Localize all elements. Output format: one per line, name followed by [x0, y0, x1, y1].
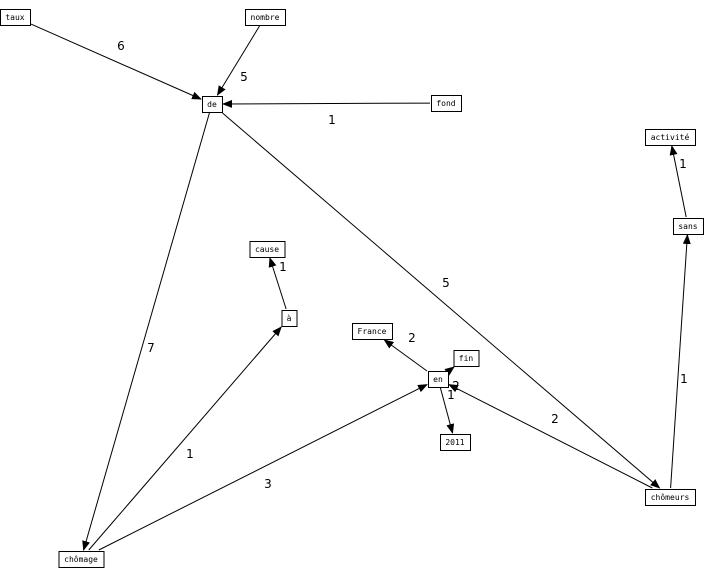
edge-en-2011: 1 [439, 387, 455, 434]
edge-weight-label: 2 [551, 412, 559, 426]
node-taux: taux [0, 9, 31, 26]
edge-fond-de: 1 [222, 99, 431, 127]
node-box [281, 310, 298, 327]
node-france: France [352, 323, 393, 340]
node-fin: fin [453, 350, 480, 367]
node-label: France [358, 327, 387, 336]
edge-weight-label: 2 [408, 331, 416, 345]
node-box [202, 96, 223, 113]
edge-weight-label: 1 [328, 113, 336, 127]
node-label: fin [459, 354, 474, 363]
edge-weight-label: 1 [447, 388, 455, 402]
edge-arrow [444, 366, 455, 376]
node-label: de [207, 100, 217, 109]
edge-arrow [88, 326, 282, 551]
edge-weight-label: 6 [117, 39, 125, 53]
node-box [453, 350, 480, 367]
node-label: 2011 [445, 438, 464, 447]
node-activite: activité [645, 129, 696, 146]
edge-chomeurs-sans: 1 [670, 234, 691, 489]
edge-arrow [383, 339, 428, 372]
node-box [58, 551, 105, 568]
edge-weight-label: 3 [264, 477, 272, 491]
node-label: fond [436, 99, 455, 108]
node-box [0, 9, 31, 26]
node-box [245, 9, 286, 26]
edge-en-france: 2 [383, 331, 428, 372]
edge-arrow [216, 25, 260, 96]
node-a: à [281, 310, 298, 327]
edge-arrow [222, 112, 661, 489]
node-label: sans [678, 222, 697, 231]
node-label: en [433, 375, 443, 384]
node-box [440, 434, 471, 451]
edge-weight-label: 1 [679, 157, 687, 171]
node-box [673, 218, 704, 235]
edge-weight-label: 5 [240, 70, 248, 84]
node-chomage: chômage [58, 551, 105, 568]
edge-sans-activite: 1 [669, 145, 687, 218]
node-label: chômeurs [651, 492, 690, 502]
node-label: chômage [64, 554, 98, 564]
node-label: à [287, 314, 292, 323]
edge-arrow [439, 387, 455, 434]
node-box [428, 371, 449, 388]
edge-weight-label: 7 [147, 341, 155, 355]
edge-chomage-a: 1 [88, 326, 282, 551]
node-box [645, 489, 696, 506]
edge-chomage-en: 3 [98, 384, 428, 551]
node-box [645, 129, 696, 146]
edge-arrow [82, 112, 210, 551]
edge-weight-label: 1 [680, 372, 688, 386]
edge-weight-label: 5 [442, 276, 450, 290]
node-de: de [202, 96, 223, 113]
edge-weight-label: 1 [186, 447, 194, 461]
edge-arrow [670, 234, 691, 489]
edge-arrow [268, 257, 287, 310]
node-cause: cause [249, 241, 286, 258]
nodes-layer: taux nombre de fond activité sans cause àFrance… [0, 9, 704, 568]
edge-a-cause: 1 [268, 257, 287, 310]
node-en: en [428, 371, 449, 388]
node-y2011: 2011 [440, 434, 471, 451]
edge-de-chomage: 7 [82, 112, 210, 551]
edge-nombre-de: 5 [216, 25, 260, 96]
node-label: cause [255, 245, 279, 254]
edge-chomeurs-en: 2 [448, 384, 653, 489]
node-box [249, 241, 286, 258]
edge-weight-label: 1 [279, 260, 287, 274]
node-box [352, 323, 393, 340]
edge-arrow [222, 99, 431, 108]
edge-arrow [30, 23, 202, 100]
edge-arrow [98, 384, 428, 551]
node-fond: fond [431, 95, 462, 112]
node-label: taux [5, 13, 24, 22]
node-label: nombre [251, 13, 280, 22]
edge-de-chomeurs: 5 [222, 112, 661, 489]
edge-taux-de: 6 [30, 23, 202, 100]
node-chomeurs: chômeurs [645, 489, 696, 506]
node-box [431, 95, 462, 112]
edge-arrow [448, 384, 653, 489]
node-sans: sans [673, 218, 704, 235]
node-nombre: nombre [245, 9, 286, 26]
node-label: activité [651, 132, 690, 142]
edge-arrow [669, 145, 687, 218]
